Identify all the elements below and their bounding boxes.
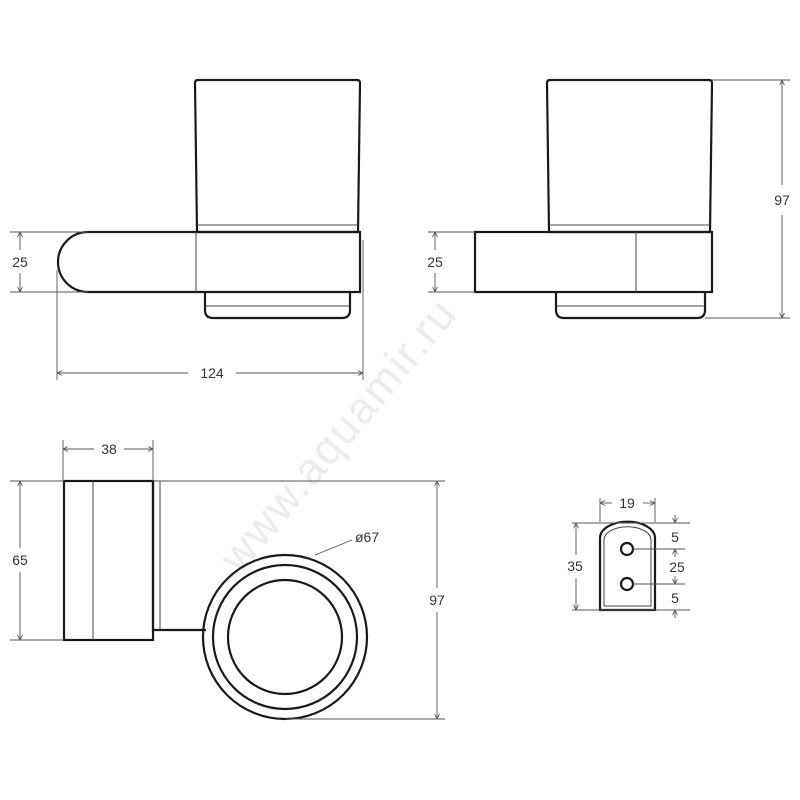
holder-arm (56, 230, 362, 294)
screw-hole-bottom (619, 576, 635, 592)
dim-bottom-offset: 5 (671, 590, 679, 606)
dim-total-height: 97 (774, 192, 790, 208)
dim-depth: 97 (429, 592, 445, 608)
arm (151, 481, 206, 632)
glass (193, 78, 362, 234)
watermark: www.aquamir.ru (209, 289, 466, 582)
dim-diameter: ø67 (355, 529, 379, 545)
dim-plate-height: 65 (12, 552, 28, 568)
dim-mount-height: 35 (567, 558, 583, 574)
mount-plate-view: 19 35 5 25 5 (567, 495, 690, 618)
glass-bottom (554, 292, 707, 320)
top-view: 38 65 97 ø67 (10, 440, 445, 721)
ring-middle (211, 563, 359, 711)
dim-top-offset: 5 (671, 529, 679, 545)
glass (545, 78, 714, 234)
wall-plate (62, 479, 155, 642)
dim-side-height: 25 (427, 254, 443, 270)
side-view: 25 97 (427, 78, 790, 320)
glass-inner (226, 578, 344, 696)
glass-bottom (203, 292, 352, 320)
dim-front-height: 25 (12, 254, 28, 270)
screw-hole-top (619, 541, 635, 557)
dim-hole-spacing: 25 (669, 559, 685, 575)
dim-plate-width: 38 (101, 441, 117, 457)
holder-arm (473, 230, 714, 294)
mount-plate (598, 520, 657, 612)
dim-mount-width: 19 (619, 495, 635, 511)
dim-front-width: 124 (200, 365, 224, 381)
front-view: 25 124 (10, 78, 364, 381)
